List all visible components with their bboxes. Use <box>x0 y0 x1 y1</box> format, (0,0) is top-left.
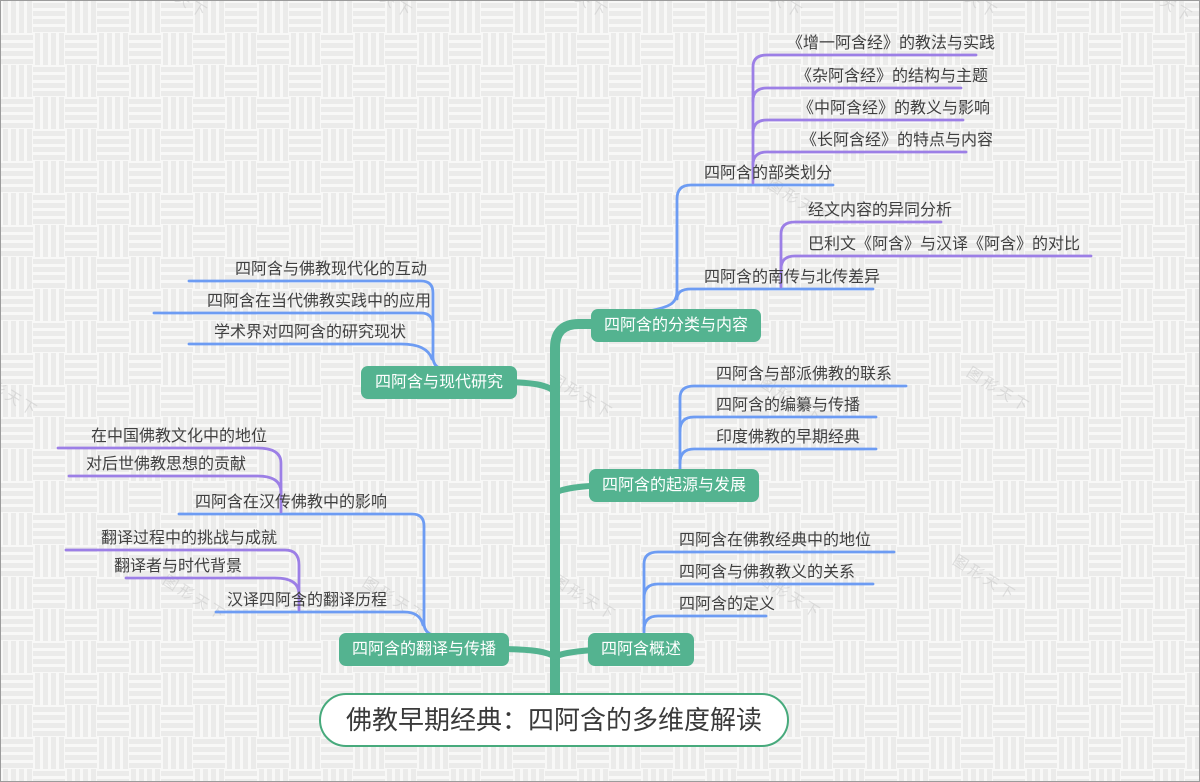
leaf-early-indian-classics[interactable]: 印度佛教的早期经典 <box>716 429 861 446</box>
leaf-definition[interactable]: 四阿含的定义 <box>679 596 776 613</box>
leaf-translation-challenges[interactable]: 翻译过程中的挑战与成就 <box>100 530 277 547</box>
topic-translation-spread[interactable]: 四阿含的翻译与传播 <box>339 633 510 666</box>
leaf-modernization-interaction[interactable]: 四阿含与佛教现代化的互动 <box>234 261 427 278</box>
leaf-ekottara-agama[interactable]: 《增一阿含经》的教法与实践 <box>787 35 996 52</box>
leaf-sectarian-buddhism-link[interactable]: 四阿含与部派佛教的联系 <box>716 366 893 383</box>
leaf-scripture-comparison-analysis[interactable]: 经文内容的异同分析 <box>808 202 953 219</box>
leaf-category-division[interactable]: 四阿含的部类划分 <box>704 165 833 182</box>
leaf-samyukta-agama[interactable]: 《杂阿含经》的结构与主题 <box>796 68 989 85</box>
blue-branches <box>152 183 908 643</box>
topic-modern-research[interactable]: 四阿含与现代研究 <box>361 366 517 399</box>
purple-branches <box>56 53 1093 612</box>
leaf-pali-chinese-contrast[interactable]: 巴利文《阿含》与汉译《阿含》的对比 <box>808 236 1081 253</box>
leaf-later-thought-contribution[interactable]: 对后世佛教思想的贡献 <box>85 456 246 473</box>
leaf-han-buddhism-influence[interactable]: 四阿含在汉传佛教中的影响 <box>194 494 387 511</box>
leaf-translators-era[interactable]: 翻译者与时代背景 <box>113 558 242 575</box>
topic-origin-development[interactable]: 四阿含的起源与发展 <box>589 469 760 502</box>
leaf-doctrine-relation[interactable]: 四阿含与佛教教义的关系 <box>679 564 856 581</box>
leaf-madhyama-agama[interactable]: 《中阿含经》的教义与影响 <box>798 100 991 117</box>
topic-classification-content[interactable]: 四阿含的分类与内容 <box>591 309 762 342</box>
leaf-dirgha-agama[interactable]: 《长阿含经》的特点与内容 <box>801 132 994 149</box>
leaf-compilation-spread[interactable]: 四阿含的编纂与传播 <box>716 397 861 414</box>
leaf-chinese-culture-status[interactable]: 在中国佛教文化中的地位 <box>90 428 267 445</box>
leaf-academic-research-status[interactable]: 学术界对四阿含的研究现状 <box>213 324 406 341</box>
root-node[interactable]: 佛教早期经典：四阿含的多维度解读 <box>319 693 789 747</box>
leaf-canon-status[interactable]: 四阿含在佛教经典中的地位 <box>679 532 872 549</box>
topic-overview[interactable]: 四阿含概述 <box>588 633 695 666</box>
leaf-translation-history[interactable]: 汉译四阿含的翻译历程 <box>226 592 387 609</box>
leaf-southern-northern-difference[interactable]: 四阿含的南传与北传差异 <box>704 269 881 286</box>
leaf-contemporary-practice[interactable]: 四阿含在当代佛教实践中的应用 <box>206 293 431 310</box>
